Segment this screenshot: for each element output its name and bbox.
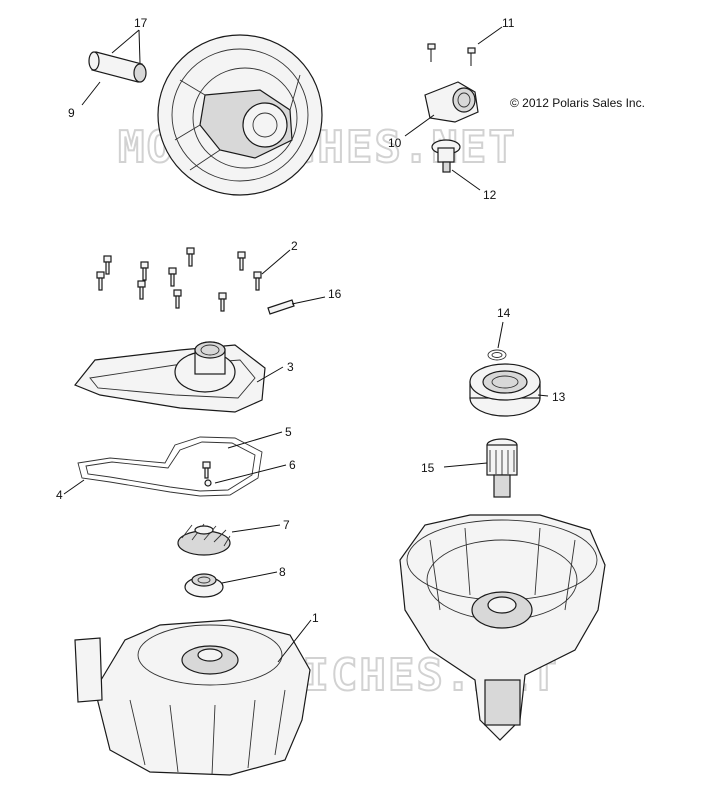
part-drive-shaft [486,438,518,498]
part-dowel-pin [267,299,295,315]
part-clutch-cover-assembly [157,34,323,196]
callout-9: 9 [68,106,75,120]
part-gasket [77,436,263,497]
part-impeller [177,523,231,556]
callout-14: 14 [497,306,511,320]
part-bearing [469,363,541,417]
callout-12: 12 [483,188,497,202]
part-thermostat [431,139,461,173]
copyright-notice: © 2012 Polaris Sales Inc. [510,96,645,110]
part-thermostat-housing [424,81,479,123]
callout-5: 5 [285,425,292,439]
callout-13: 13 [552,390,566,404]
part-bolts-thermostat [427,43,476,66]
callout-10: 10 [388,136,402,150]
callout-1: 1 [312,611,319,625]
callout-3: 3 [287,360,294,374]
part-o-ring [487,349,507,361]
callout-17: 17 [134,16,148,30]
callout-4: 4 [56,488,63,502]
part-sleeve [88,51,147,83]
part-water-pump-cover [74,341,266,413]
callout-15: 15 [421,461,435,475]
part-water-pump-seal [184,573,224,598]
callout-16: 16 [328,287,342,301]
part-crankcase-cover [74,619,311,776]
part-bolts-cover [96,247,262,312]
callouts: 17 9 11 10 12 2 16 3 14 13 5 6 4 15 7 8 … [56,16,566,625]
callout-7: 7 [283,518,290,532]
callout-11: 11 [502,16,515,30]
callout-8: 8 [279,565,286,579]
leader-lines [63,26,549,663]
callout-6: 6 [289,458,296,472]
callout-2: 2 [291,239,298,253]
part-clutch-housing [399,514,606,741]
